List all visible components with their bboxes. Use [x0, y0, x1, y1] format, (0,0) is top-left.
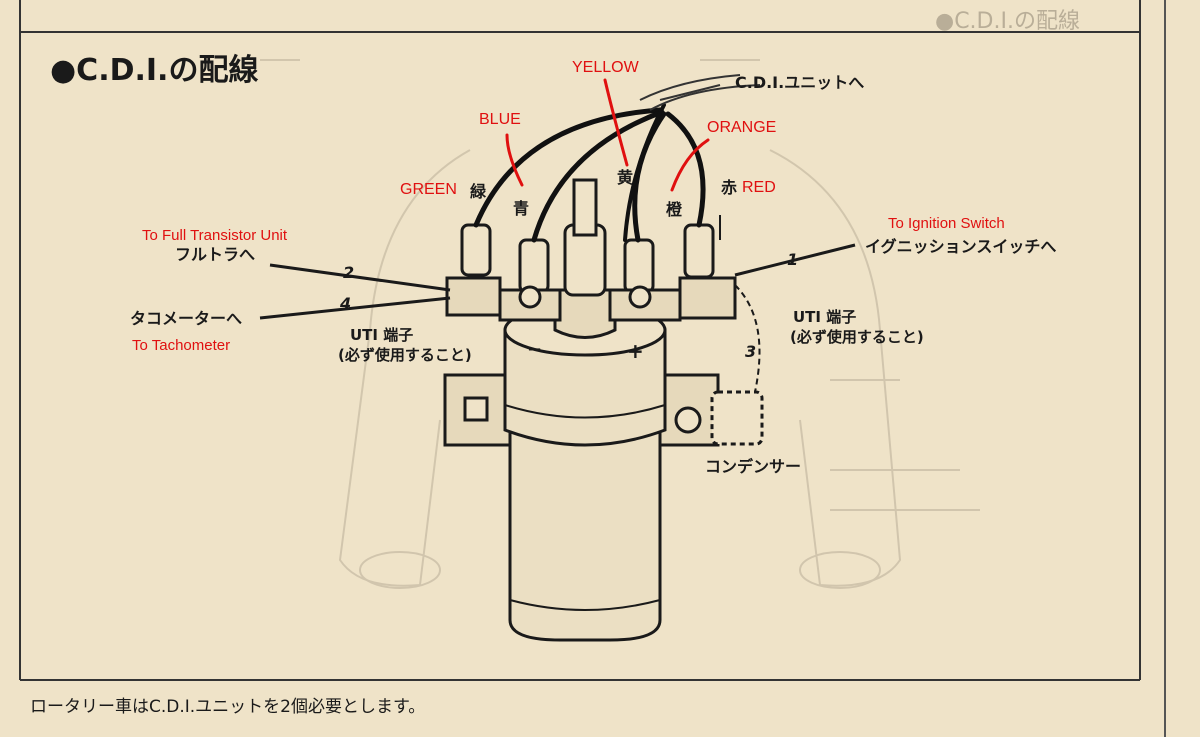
label-yellow-jp: 黄	[617, 168, 633, 187]
footer-note: ロータリー車はC.D.I.ユニットを2個必要とします。	[30, 697, 425, 717]
wire-red	[665, 111, 706, 228]
cdi-wires	[473, 103, 706, 243]
arrow-orange	[670, 138, 710, 192]
negative-terminal	[518, 285, 542, 309]
positive-terminal	[628, 285, 652, 309]
leader-ignition-switch	[734, 243, 856, 277]
condenser-bolt	[674, 406, 702, 434]
terminal-connectors	[445, 223, 764, 446]
label-uti-left-2: (必ず使用すること)	[338, 346, 472, 364]
annotation-ignition-switch: To Ignition Switch	[888, 215, 1005, 232]
label-uti-right-1: UTI 端子	[793, 308, 856, 326]
wire-number-2: 2	[343, 263, 354, 282]
label-cdi-unit: C.D.I.ユニットへ	[735, 73, 864, 92]
plus-sign: +	[627, 339, 644, 363]
bleed-through-background	[260, 59, 980, 589]
arrow-blue	[505, 133, 524, 187]
label-uti-right-2: (必ず使用すること)	[790, 328, 924, 346]
label-green-jp: 緑	[470, 182, 487, 201]
leader-full-transistor	[269, 263, 451, 292]
label-tachometer-jp: タコメーターへ	[130, 309, 242, 328]
annotation-tachometer: To Tachometer	[132, 337, 230, 354]
page-title: ●C.D.I.の配線	[50, 53, 258, 88]
label-blue-jp: 青	[513, 199, 529, 218]
wire-green	[473, 107, 663, 228]
annotation-green: GREEN	[400, 181, 457, 198]
mirror-title: ●C.D.I.の配線	[935, 9, 1080, 34]
wire-number-3: 3	[745, 342, 756, 361]
annotation-orange: ORANGE	[707, 119, 776, 136]
cdi-bundle	[639, 74, 761, 111]
label-uti-left-1: UTI 端子	[350, 326, 413, 344]
leader-tachometer	[259, 296, 451, 320]
label-orange-jp: 橙	[666, 200, 683, 219]
label-ignition-switch-jp: イグニッションスイッチへ	[865, 237, 1056, 256]
leader-condenser	[734, 284, 761, 393]
ignition-coil	[443, 178, 720, 642]
label-red-jp: 赤	[721, 178, 737, 197]
wire-blue	[531, 109, 665, 243]
arrow-yellow	[603, 78, 629, 167]
wire-number-4: 4	[339, 294, 351, 313]
annotation-yellow: YELLOW	[572, 59, 640, 76]
condenser	[710, 390, 764, 446]
leader-lines	[259, 215, 856, 393]
wire-number-1: 1	[787, 250, 798, 269]
wire-yellow	[623, 103, 666, 242]
connector-orange	[623, 238, 655, 294]
connector-blue	[518, 238, 550, 294]
label-condenser-jp: コンデンサー	[705, 457, 801, 476]
minus-sign: −	[527, 339, 542, 360]
connector-green	[460, 223, 492, 277]
label-full-transistor-jp: フルトラへ	[175, 245, 255, 264]
annotation-full-transistor: To Full Transistor Unit	[142, 227, 288, 244]
connector-red	[683, 223, 715, 279]
annotation-red: RED	[742, 179, 776, 196]
annotation-arrows	[505, 78, 710, 192]
annotation-blue: BLUE	[479, 111, 521, 128]
